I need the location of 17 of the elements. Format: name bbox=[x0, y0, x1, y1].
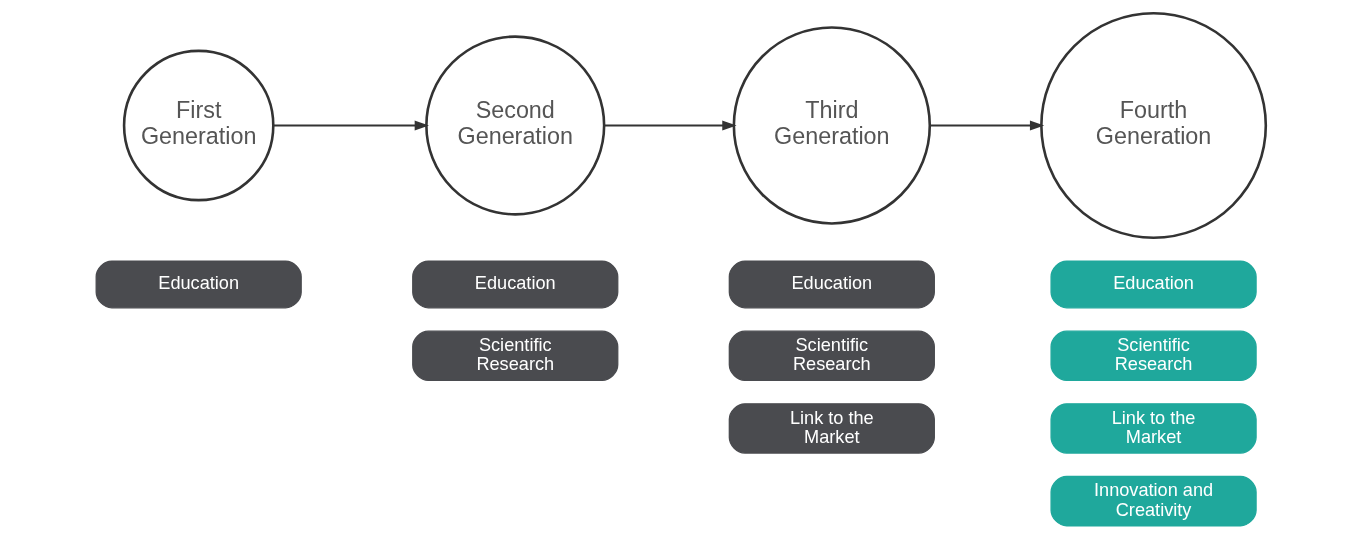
arrow bbox=[272, 120, 429, 131]
node-circle: Second Generation bbox=[425, 35, 606, 216]
node-box: Link to the Market bbox=[1050, 403, 1257, 454]
node-box: Innovation and Creativity bbox=[1050, 475, 1257, 527]
node-box: Education bbox=[1050, 260, 1257, 309]
node-box: Link to the Market bbox=[728, 403, 935, 454]
arrow bbox=[603, 120, 737, 131]
node-circle: Third Generation bbox=[732, 26, 932, 225]
arrow bbox=[928, 120, 1045, 131]
node-circle: First Generation bbox=[122, 49, 275, 202]
node-box: Scientific Research bbox=[1050, 330, 1257, 382]
node-box: Scientific Research bbox=[728, 330, 935, 382]
node-box: Education bbox=[95, 260, 302, 309]
node-box: Education bbox=[412, 260, 619, 309]
node-circle: Fourth Generation bbox=[1040, 11, 1268, 239]
node-box: Education bbox=[728, 260, 935, 309]
node-box: Scientific Research bbox=[412, 330, 619, 382]
